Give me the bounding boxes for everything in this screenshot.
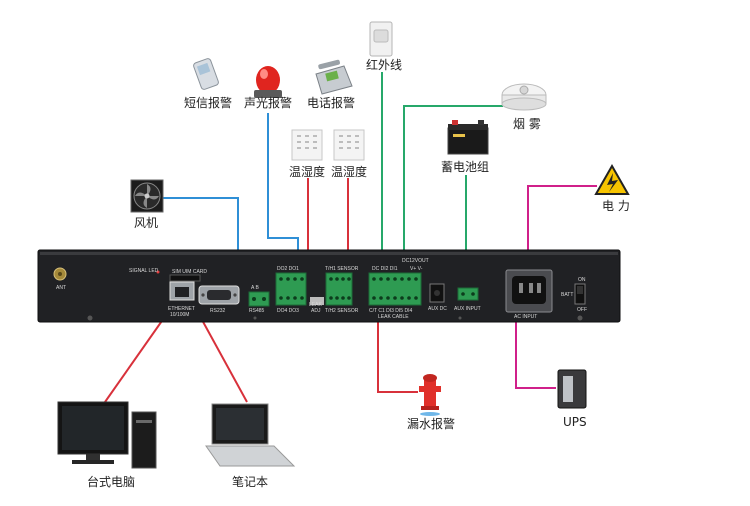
leak-connection-line [377, 312, 418, 393]
ups-connection-line [515, 303, 556, 389]
water-leak-hydrant-icon [419, 374, 441, 416]
sms-alarm-label: 短信报警 [184, 95, 232, 110]
rs485-terminal [248, 291, 270, 307]
power-label: 电 力 [602, 199, 630, 213]
panel-batt-label: BATT [561, 292, 573, 298]
sim-card-slot [169, 274, 201, 282]
panel-labels: ANT SIGNAL LED SIM UIM CARD ETHERNET 10/… [56, 258, 587, 320]
panel-do-bottom-label: DO4 DO3 [277, 308, 299, 314]
rs232-port [198, 285, 240, 305]
mobile-phone-icon [193, 58, 219, 90]
electric-warning-icon [594, 163, 630, 195]
phone-alarm-label: 电话报警 [307, 95, 355, 110]
antenna-port [53, 267, 67, 281]
siren-icon [254, 66, 282, 98]
ups-label: UPS [563, 415, 587, 429]
ac-input-socket [505, 269, 553, 313]
controller-panel [37, 249, 621, 323]
fan-label: 风机 [134, 216, 158, 230]
panel-di-top-label: DC DI2 DI1 [372, 266, 398, 272]
aux-input-terminal [457, 287, 479, 301]
batt-switch [574, 283, 586, 305]
panel-ac-input-label: AC INPUT [514, 314, 537, 320]
temp-humidity-1-label: 温湿度 [289, 164, 325, 179]
power-connection-line [527, 185, 597, 280]
panel-dc12v-label: DC12VOUT [402, 258, 429, 264]
panel-aux-input-label: AUX INPUT [454, 306, 481, 312]
fan-icon [130, 179, 164, 213]
battery-label: 蓄电池组 [441, 160, 489, 174]
laptop-icon [205, 403, 296, 467]
laptop-label: 笔记本 [232, 474, 268, 489]
temp-humidity-2-label: 温湿度 [331, 164, 367, 179]
panel-di-bottom-label: C/T C1 DI3 DI5 DI4 [369, 308, 412, 314]
panel-on-label: ON [578, 277, 586, 283]
signal-led-icon [156, 270, 160, 274]
panel-th2-label: T/H2 SENSOR [325, 308, 359, 314]
panel-do-top-label: DO2 DO1 [277, 266, 299, 272]
panel-ethernet-label: ETHERNET [168, 306, 195, 312]
temp-humidity-sensor-icon [333, 129, 365, 161]
panel-th1-label: T/H1 SENSOR [325, 266, 359, 272]
smoke-detector-icon [501, 83, 547, 111]
ethernet-port [169, 281, 195, 301]
infrared-sensor-icon [369, 21, 393, 57]
device-labels: 短信报警 声光报警 电话报警 红外线 烟 雾 蓄电池组 温湿度 温湿度 风机 电… [87, 57, 630, 489]
panel-ethernet-speed-label: 10/100M [170, 312, 189, 318]
ups-icon [557, 369, 587, 409]
smoke-label: 烟 雾 [513, 117, 541, 131]
smoke-connection-line [403, 105, 503, 268]
do-terminal [275, 272, 307, 306]
panel-ant-label: ANT [56, 285, 66, 291]
di-terminal [368, 272, 422, 306]
sound-light-alarm-label: 声光报警 [244, 95, 292, 110]
panel-adj-label: ADJ [311, 308, 321, 314]
panel-rs232-label: RS232 [210, 308, 226, 314]
panel-vv-label: V+ V- [410, 266, 423, 272]
desktop-computer-icon [57, 401, 157, 469]
panel-leak-label: LEAK [309, 302, 322, 308]
infrared-label: 红外线 [366, 57, 402, 72]
leak-adj-knob [310, 297, 324, 305]
telephone-icon [315, 59, 353, 95]
aux-dc-jack [429, 283, 445, 303]
desktop-label: 台式电脑 [87, 474, 135, 489]
panel-leak-cable-label: LEAK CABLE [378, 314, 409, 320]
panel-signal-led-label: SIGNAL LED [129, 268, 159, 274]
panel-rs485-label: RS485 [249, 308, 265, 314]
water-leak-alarm-label: 漏水报警 [407, 416, 455, 431]
panel-sim-card-label: SIM UIM CARD [172, 269, 207, 275]
panel-ab-label: A B [251, 285, 259, 291]
panel-aux-dc-label: AUX DC [428, 306, 447, 312]
panel-off-label: OFF [577, 307, 587, 313]
th-sensor-terminal [325, 272, 353, 306]
battery-icon [447, 120, 489, 155]
temp-humidity-sensor-icon [291, 129, 323, 161]
